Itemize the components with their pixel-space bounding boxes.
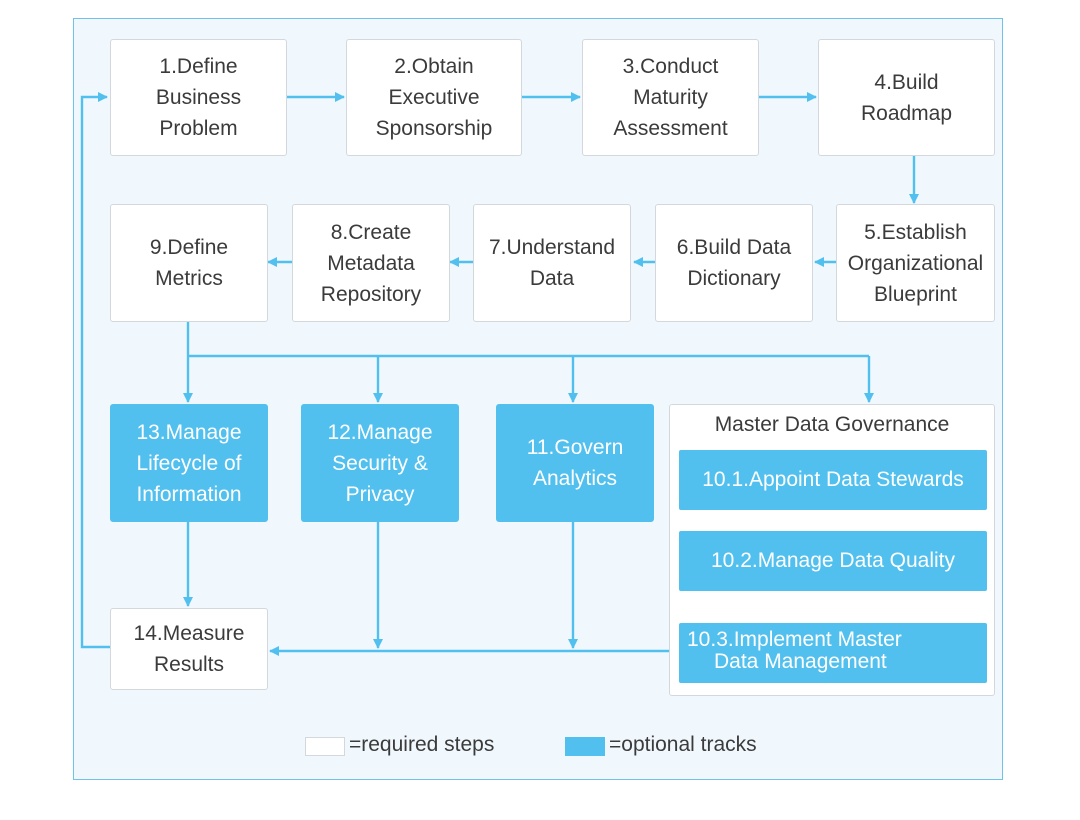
step-10-2-label: 10.2.Manage Data Quality [711,549,955,572]
step-6-label: 6.Build Data Dictionary [676,236,792,290]
step-5-label: 5.Establish Organizational Blueprint [847,220,984,306]
step-10-1-box: 10.1.Appoint Data Stewards [679,450,987,510]
legend-required-swatch [305,737,345,756]
step-1-label: 1.Define Business Problem [155,55,242,140]
step-5-box: 5.Establish Organizational Blueprint [836,204,995,322]
step-4-label: 4.Build Roadmap [860,70,953,125]
legend-optional-label: =optional tracks [609,733,757,756]
step-11-box: 11.Govern Analytics [496,404,654,522]
step-11-label: 11.Govern Analytics [526,436,624,490]
step-13-label: 13.Manage Lifecycle of Information [136,420,242,506]
step-3-label: 3.Conduct Maturity Assessment [613,55,728,140]
step-10-2-box: 10.2.Manage Data Quality [679,531,987,591]
step-10-3-label-line-2: Data Management [714,650,887,673]
step-12-label: 12.Manage Security & Privacy [327,420,433,506]
step-14-box: 14.Measure Results [110,608,268,690]
step-9-label: 9.Define Metrics [149,236,229,290]
step-7-box: 7.Understand Data [473,204,631,322]
legend-required-label: =required steps [349,733,495,756]
step-8-label: 8.Create Metadata Repository [320,220,422,306]
step-2-box: 2.Obtain Executive Sponsorship [346,39,522,156]
step-10-3-box: 10.3.Implement Master Data Management [679,623,987,683]
step-3-box: 3.Conduct Maturity Assessment [582,39,759,156]
step-12-box: 12.Manage Security & Privacy [301,404,459,522]
step-10-3-label-line-1: 10.3.Implement Master [687,628,902,651]
step-10-1-label: 10.1.Appoint Data Stewards [702,468,964,491]
step-6-box: 6.Build Data Dictionary [655,204,813,322]
step-13-box: 13.Manage Lifecycle of Information [110,404,268,522]
step-9-box: 9.Define Metrics [110,204,268,322]
step-2-label: 2.Obtain Executive Sponsorship [375,55,493,140]
master-data-governance-group: Master Data Governance 10.1.Appoint Data… [669,404,995,696]
master-data-governance-title: Master Data Governance [714,413,950,436]
loop-14-to-1 [80,91,110,649]
legend-optional-swatch [565,737,605,756]
step-7-label: 7.Understand Data [488,236,616,290]
step-1-box: 1.Define Business Problem [110,39,287,156]
step-8-box: 8.Create Metadata Repository [292,204,450,322]
step-14-label: 14.Measure Results [133,622,245,676]
step-4-box: 4.Build Roadmap [818,39,995,156]
